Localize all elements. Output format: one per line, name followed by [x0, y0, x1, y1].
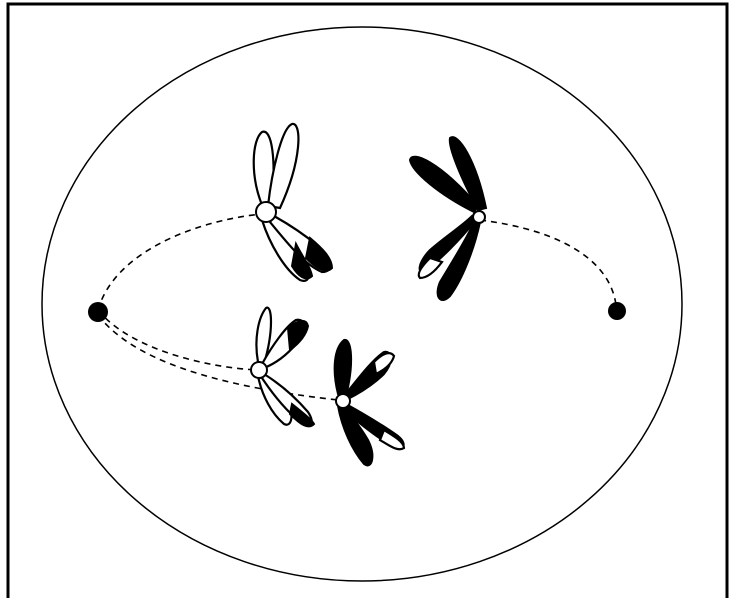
- spindle-fiber-right: [480, 220, 616, 305]
- lower-black-arm-upper-left: [335, 340, 351, 396]
- chromosome-lower-black: [335, 340, 404, 466]
- chromosome-upper-white: [254, 124, 332, 281]
- centromere-lower-black: [336, 394, 350, 408]
- lower-white-dark-tip-upper: [288, 321, 308, 350]
- chromosome-upper-black: [410, 137, 486, 300]
- spindle-fiber-middle: [98, 310, 258, 370]
- cell-membrane: [42, 27, 682, 581]
- centromere-upper-black: [473, 211, 485, 223]
- spindle-fibers: [98, 214, 616, 400]
- left-spindle-pole: [88, 302, 108, 322]
- centromere-lower-white: [251, 362, 267, 378]
- figure-frame: [8, 4, 727, 598]
- right-spindle-pole: [608, 302, 626, 320]
- centromere-upper-white: [256, 202, 276, 222]
- spindle-fiber-upper: [98, 214, 262, 310]
- chromosome-lower-white: [251, 308, 314, 427]
